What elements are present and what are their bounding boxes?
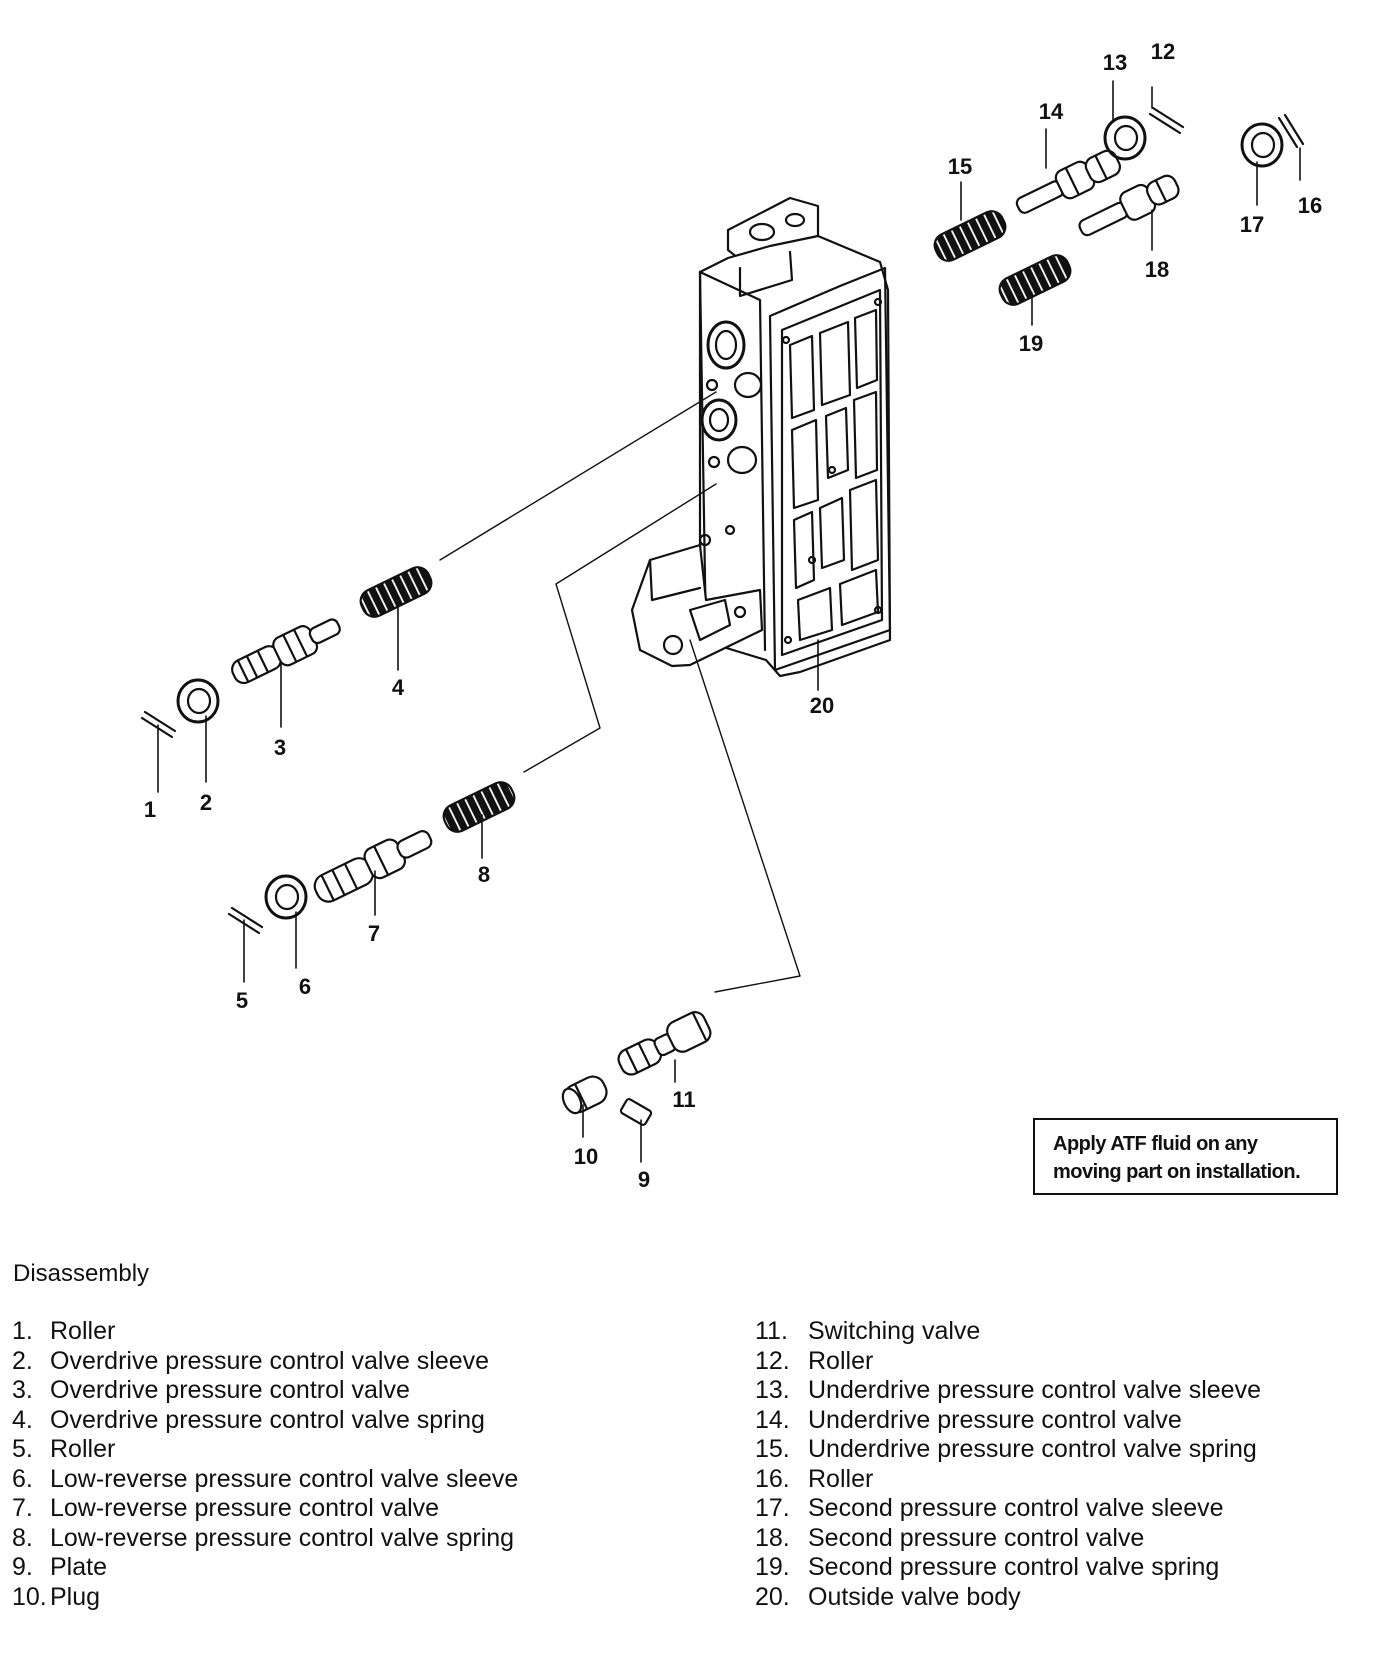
roller-5 [227,906,264,935]
plug-10 [561,1075,608,1115]
callout-8: 8 [477,862,491,887]
callout-18: 18 [1144,257,1170,282]
outside-valve-body [630,196,892,678]
callout-17: 17 [1239,212,1265,237]
lowreverse-valve-7 [313,830,433,903]
guide-lines [439,391,801,993]
legend-item: 14.Underdrive pressure control valve [755,1405,1182,1434]
legend-item: 3.Overdrive pressure control valve [12,1376,410,1404]
callout-1: 1 [143,797,157,822]
overdrive-valve-3 [231,618,341,685]
atf-note-line-2: moving part on installation. [1053,1161,1301,1183]
legend-left: 1.Roller 2.Overdrive pressure control va… [12,1317,518,1612]
underdrive-valve-14 [1015,149,1122,214]
callout-11: 11 [672,1087,696,1112]
legend-item: 13.Underdrive pressure control valve sle… [755,1376,1261,1404]
second-valve-18 [1078,174,1180,237]
callout-16: 16 [1297,193,1323,218]
legend-item: 1.Roller [12,1317,116,1345]
legend-right: 11.Switching valve 12.Roller 13.Underdri… [755,1317,1261,1612]
spring-15 [933,210,1007,262]
callout-7: 7 [367,921,381,946]
atf-note-box: Apply ATF fluid on any moving part on in… [1033,1118,1338,1195]
spring-4 [359,566,433,618]
legend-item: 5.Roller [12,1435,116,1463]
leader-lines [157,80,1301,1163]
legend-item: 12.Roller [755,1346,874,1375]
callout-4: 4 [391,675,405,700]
legend-item: 9.Plate [12,1553,107,1581]
roller-12 [1148,106,1185,135]
callout-13: 13 [1102,50,1128,75]
roller-16 [1277,113,1305,149]
callout-19: 19 [1018,331,1044,356]
legend-item: 10.Plug [12,1582,101,1611]
callout-15: 15 [947,154,973,179]
callout-14: 14 [1038,99,1064,124]
callout-5: 5 [235,988,249,1013]
callout-12: 12 [1150,39,1176,64]
callout-20: 20 [809,693,835,718]
legend-item: 18.Second pressure control valve [755,1523,1145,1552]
callout-3: 3 [273,735,287,760]
plate-9 [619,1098,653,1126]
legend-item: 7.Low-reverse pressure control valve [12,1494,440,1522]
callout-10: 10 [573,1144,599,1169]
sleeve-6 [264,874,308,920]
legend-item: 17.Second pressure control valve sleeve [755,1494,1224,1522]
legend-item: 20.Outside valve body [755,1582,1021,1611]
roller-1 [140,710,177,739]
legend-item: 16.Roller [755,1464,874,1493]
atf-note-line-1: Apply ATF fluid on any [1053,1133,1258,1155]
sleeve-17 [1240,122,1284,168]
legend-item: 15.Underdrive pressure control valve spr… [755,1435,1257,1463]
sleeve-13 [1103,115,1147,161]
callout-9: 9 [637,1167,651,1192]
callout-6: 6 [298,974,312,999]
legend-item: 6.Low-reverse pressure control valve sle… [12,1464,519,1493]
spring-19 [998,254,1072,306]
spring-8 [442,781,516,833]
callout-2: 2 [199,790,213,815]
legend-item: 19.Second pressure control valve spring [755,1553,1220,1581]
legend-item: 8.Low-reverse pressure control valve spr… [12,1523,515,1552]
sleeve-2 [176,678,220,724]
legend-item: 4.Overdrive pressure control valve sprin… [12,1405,485,1434]
legend-item: 11.Switching valve [755,1317,981,1345]
switching-valve-11 [617,1011,712,1076]
exploded-view-diagram [140,80,1305,1163]
legend-item: 2.Overdrive pressure control valve sleev… [12,1346,490,1375]
section-title: Disassembly [13,1260,150,1287]
